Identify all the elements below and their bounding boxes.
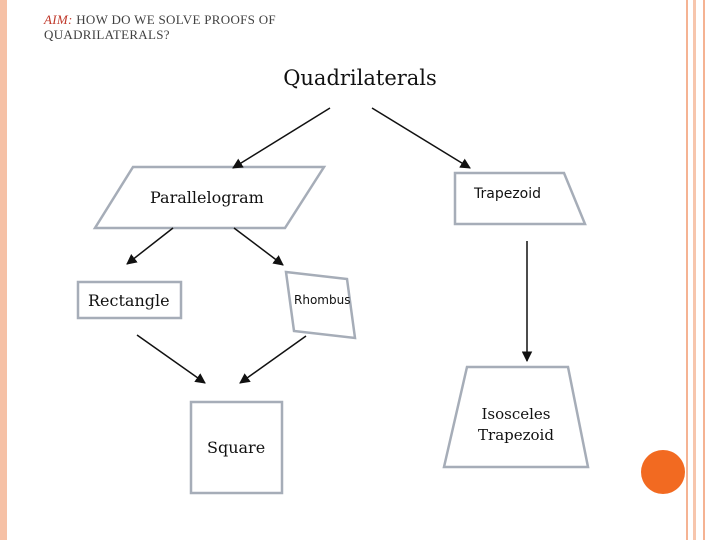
arrow-rhombus-to-square bbox=[239, 335, 307, 384]
square-label: Square bbox=[207, 438, 266, 457]
right-border-line bbox=[693, 0, 696, 540]
arrow-parallelogram-to-rhombus bbox=[233, 227, 284, 266]
aim-heading: AIM: HOW DO WE SOLVE PROOFS OF QUADRILAT… bbox=[44, 12, 374, 42]
isosceles-trapezoid-shape bbox=[442, 365, 590, 469]
rhombus-shape bbox=[284, 270, 357, 340]
right-border-line bbox=[703, 0, 705, 540]
orange-circle-decoration bbox=[641, 450, 685, 494]
trapezoid-shape bbox=[453, 171, 587, 226]
aim-text: HOW DO WE SOLVE PROOFS OF QUADRILATERALS… bbox=[44, 12, 276, 42]
isosceles-trapezoid-label: Isosceles Trapezoid bbox=[478, 405, 554, 444]
trapezoid-label: Trapezoid bbox=[474, 186, 542, 202]
left-decorative-strip bbox=[0, 0, 7, 540]
arrow-parallelogram-to-rectangle bbox=[126, 227, 174, 265]
rectangle-shape bbox=[76, 280, 183, 320]
aim-label: AIM: bbox=[44, 12, 73, 27]
rectangle-label: Rectangle bbox=[88, 291, 170, 310]
parallelogram-shape bbox=[92, 165, 327, 230]
square-shape bbox=[189, 400, 284, 495]
arrow-rectangle-to-square bbox=[136, 334, 206, 384]
parallelogram-label: Parallelogram bbox=[150, 188, 264, 207]
rhombus-label: Rhombus bbox=[294, 293, 351, 307]
arrow-quadrilaterals-to-trapezoid bbox=[371, 107, 471, 169]
arrow-quadrilaterals-to-parallelogram bbox=[232, 107, 331, 169]
right-border-line bbox=[686, 0, 688, 540]
diagram-title: Quadrilaterals bbox=[283, 66, 437, 90]
